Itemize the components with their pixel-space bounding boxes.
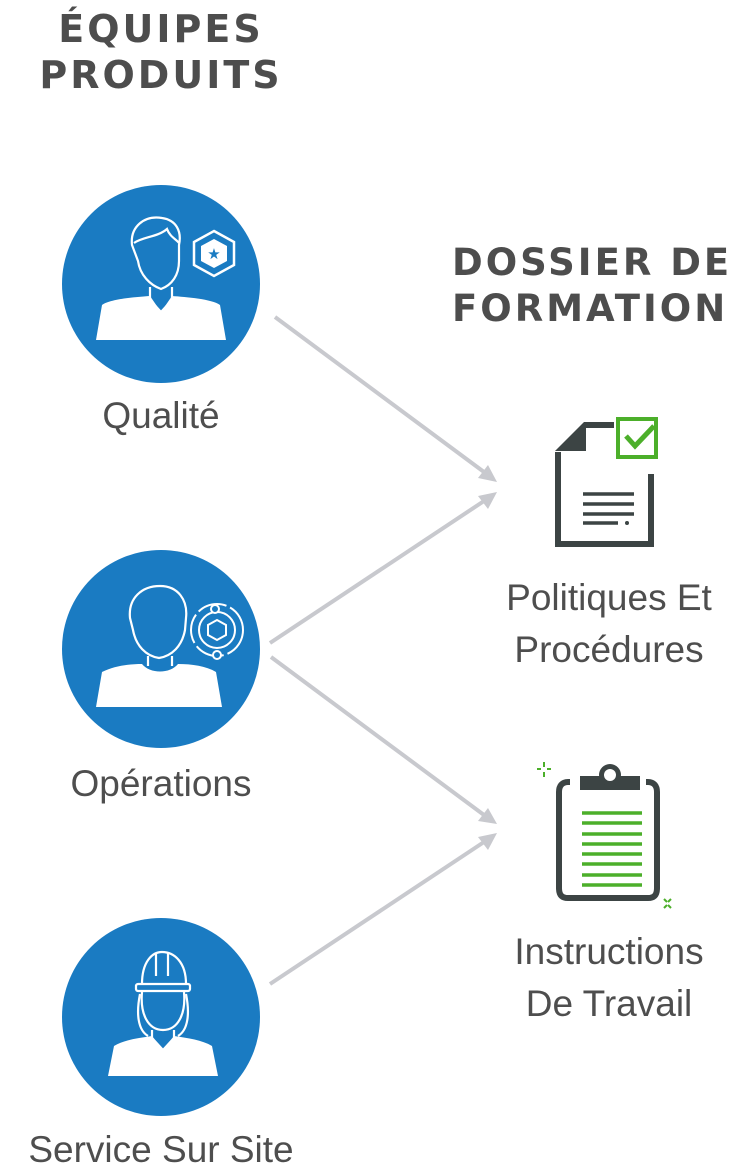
training-file-heading-line-2: FORMATION [452,287,729,330]
teams-heading-line-1: ÉQUIPES [58,7,264,51]
person-with-orbit-gear-icon [96,584,244,707]
training-file-heading-line-1: DOSSIER DE [452,241,733,284]
work-instructions-label-line-1: Instructions [514,931,704,972]
arrow-operations-to-instructions [269,655,486,817]
team-label: Opérations [0,758,322,810]
document-label: Instructions De Travail [462,926,756,1030]
worker-with-hard-hat-icon [108,950,218,1076]
quality-team-circle: ★ [62,185,260,383]
arrow-field-service-to-instructions [268,840,486,986]
document-label: Politiques Et Procédures [462,572,756,676]
quality-label: Qualité [102,395,220,436]
team-label: Qualité [0,390,322,442]
arrowhead [478,465,497,482]
operations-team-circle [62,550,260,748]
clipboard-list-icon [537,762,672,909]
policies-label-line-1: Politiques Et [506,577,712,618]
operations-label: Opérations [70,763,252,804]
svg-text:★: ★ [207,245,220,263]
arrow-quality-to-policies [273,315,486,474]
field-service-team-circle [62,918,260,1116]
team-label: Service Sur Site [0,1124,322,1176]
arrowhead [478,833,497,850]
teams-heading: ÉQUIPES PRODUITS [0,6,322,98]
arrow-operations-to-policies [268,499,486,645]
teams-heading-line-2: PRODUITS [39,53,283,97]
arrowhead [478,492,497,509]
field-service-label: Service Sur Site [28,1129,294,1170]
policies-label-line-2: Procédures [514,629,704,670]
training-file-heading: DOSSIER DE FORMATION [452,240,756,332]
document-checkmark-icon [555,417,658,547]
work-instructions-label-line-2: De Travail [525,983,693,1024]
person-with-star-badge-icon: ★ [96,216,236,340]
arrowhead [478,808,497,824]
